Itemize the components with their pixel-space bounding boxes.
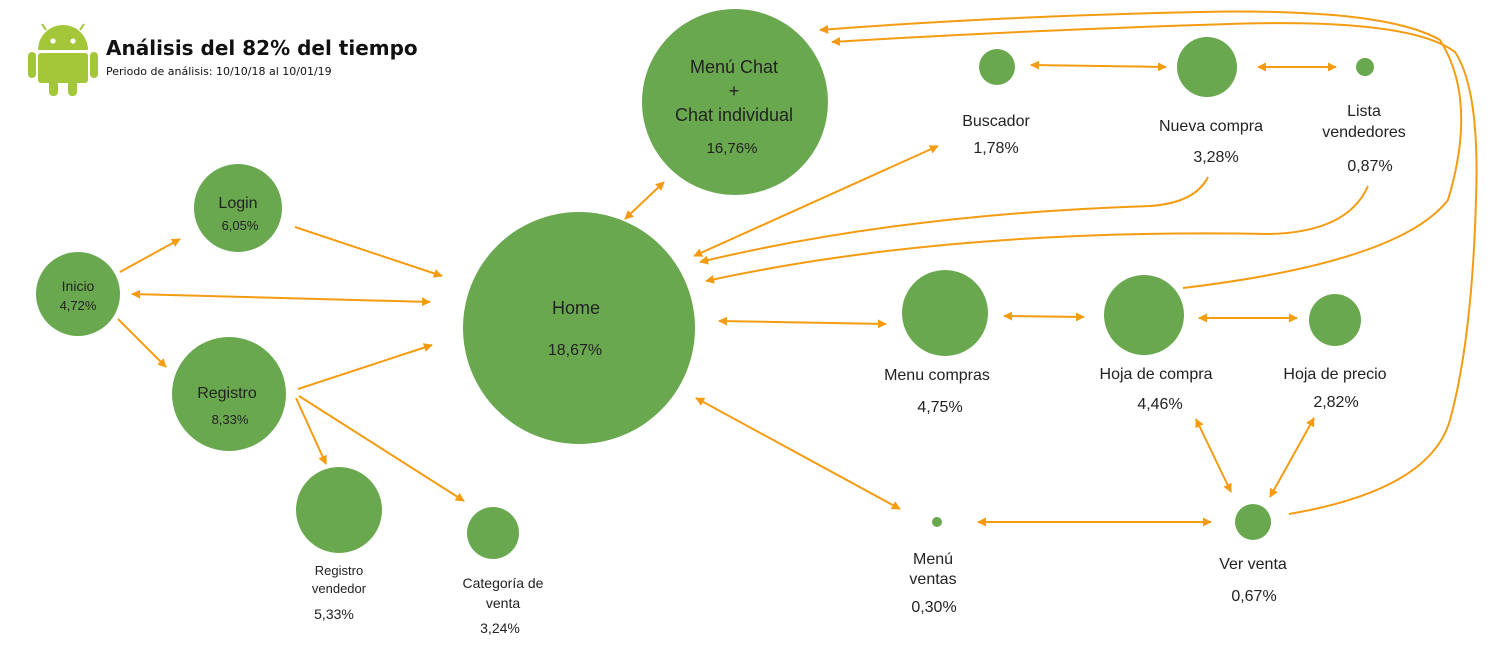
arrow-login-home	[294, 226, 443, 278]
registro-vendedor-label-1: Registro	[315, 563, 363, 578]
menu-compras-pct: 4,75%	[917, 399, 962, 416]
node-inicio	[36, 252, 120, 336]
node-login	[194, 164, 282, 252]
nueva-compra-pct: 3,28%	[1193, 149, 1238, 166]
arrow-vervneta-chat	[831, 22, 1478, 515]
arrow-home-buscador	[693, 145, 939, 257]
lista-vendedores-pct: 0,87%	[1347, 158, 1392, 175]
chat-pct: 16,76%	[707, 140, 758, 157]
buscador-label: Buscador	[962, 113, 1030, 130]
node-registro-vendedor	[296, 467, 382, 553]
arrow-nuevacompra-home	[699, 176, 1209, 265]
home-pct: 18,67%	[548, 342, 602, 359]
arrow-registro-vendedor	[295, 397, 327, 465]
categoria-venta-pct: 3,24%	[480, 620, 520, 636]
node-hoja-compra	[1104, 275, 1184, 355]
ver-venta-pct: 0,67%	[1231, 588, 1276, 605]
arrow-inicio-registro	[117, 318, 167, 368]
hoja-precio-pct: 2,82%	[1313, 394, 1358, 411]
arrow-registro-categoria	[298, 395, 465, 502]
chat-label-3: Chat individual	[675, 105, 793, 125]
menu-compras-label: Menu compras	[884, 367, 990, 384]
registro-label: Registro	[197, 385, 257, 402]
node-hoja-precio	[1309, 294, 1361, 346]
menu-ventas-pct: 0,30%	[911, 599, 956, 616]
node-categoria-venta	[467, 507, 519, 559]
chat-label-2: +	[729, 81, 740, 101]
node-ver-venta	[1235, 504, 1271, 540]
node-buscador	[979, 49, 1015, 85]
hoja-compra-pct: 4,46%	[1137, 396, 1182, 413]
node-nueva-compra	[1177, 37, 1237, 97]
node-home	[463, 212, 695, 444]
login-label: Login	[218, 195, 257, 212]
node-chat	[642, 9, 828, 195]
arrow-home-menucompras	[718, 316, 887, 329]
arrow-inicio-login	[119, 238, 181, 273]
registro-vendedor-pct: 5,33%	[314, 606, 354, 622]
hoja-compra-label: Hoja de compra	[1100, 366, 1213, 383]
page-subtitle: Periodo de análisis: 10/10/18 al 10/01/1…	[106, 65, 332, 78]
categoria-venta-label-1: Categoría de	[463, 575, 544, 591]
arrow-lista-home	[705, 185, 1369, 284]
page-title: Análisis del 82% del tiempo	[106, 36, 418, 60]
node-registro	[172, 337, 286, 451]
arrow-menucompras-hojacompra	[1003, 311, 1085, 322]
arrow-home-chat	[624, 181, 665, 220]
inicio-pct: 4,72%	[60, 298, 97, 313]
arrows	[117, 10, 1478, 527]
menu-ventas-label-1: Menú	[913, 551, 953, 568]
lista-vendedores-label-2: vendedores	[1322, 124, 1406, 141]
hoja-precio-label: Hoja de precio	[1283, 366, 1386, 383]
arrow-hojacompra-vervneta	[1195, 418, 1232, 493]
registro-pct: 8,33%	[212, 412, 249, 427]
arrow-inicio-home	[131, 289, 431, 307]
node-menu-ventas	[932, 517, 942, 527]
nueva-compra-label: Nueva compra	[1159, 118, 1263, 135]
chat-label-1: Menú Chat	[690, 57, 778, 77]
categoria-venta-label-2: venta	[486, 595, 520, 611]
ver-venta-label: Ver venta	[1219, 556, 1287, 573]
arrow-home-menuventas	[695, 397, 901, 510]
node-menu-compras	[902, 270, 988, 356]
arrow-buscador-nuevacompra	[1030, 60, 1167, 72]
registro-vendedor-label-2: vendedor	[312, 581, 367, 596]
nodes	[36, 9, 1374, 559]
arrow-hojaprecio-vervneta	[1269, 417, 1315, 498]
menu-ventas-label-2: ventas	[909, 571, 956, 588]
buscador-pct: 1,78%	[973, 140, 1018, 157]
node-lista-vendedores	[1356, 58, 1374, 76]
arrow-hojacompra-chat	[819, 10, 1463, 289]
inicio-label: Inicio	[62, 278, 95, 294]
android-robot-icon	[28, 23, 98, 96]
arrow-registro-home	[297, 343, 433, 390]
lista-vendedores-label-1: Lista	[1347, 103, 1381, 120]
home-label: Home	[552, 298, 600, 318]
login-pct: 6,05%	[222, 218, 259, 233]
